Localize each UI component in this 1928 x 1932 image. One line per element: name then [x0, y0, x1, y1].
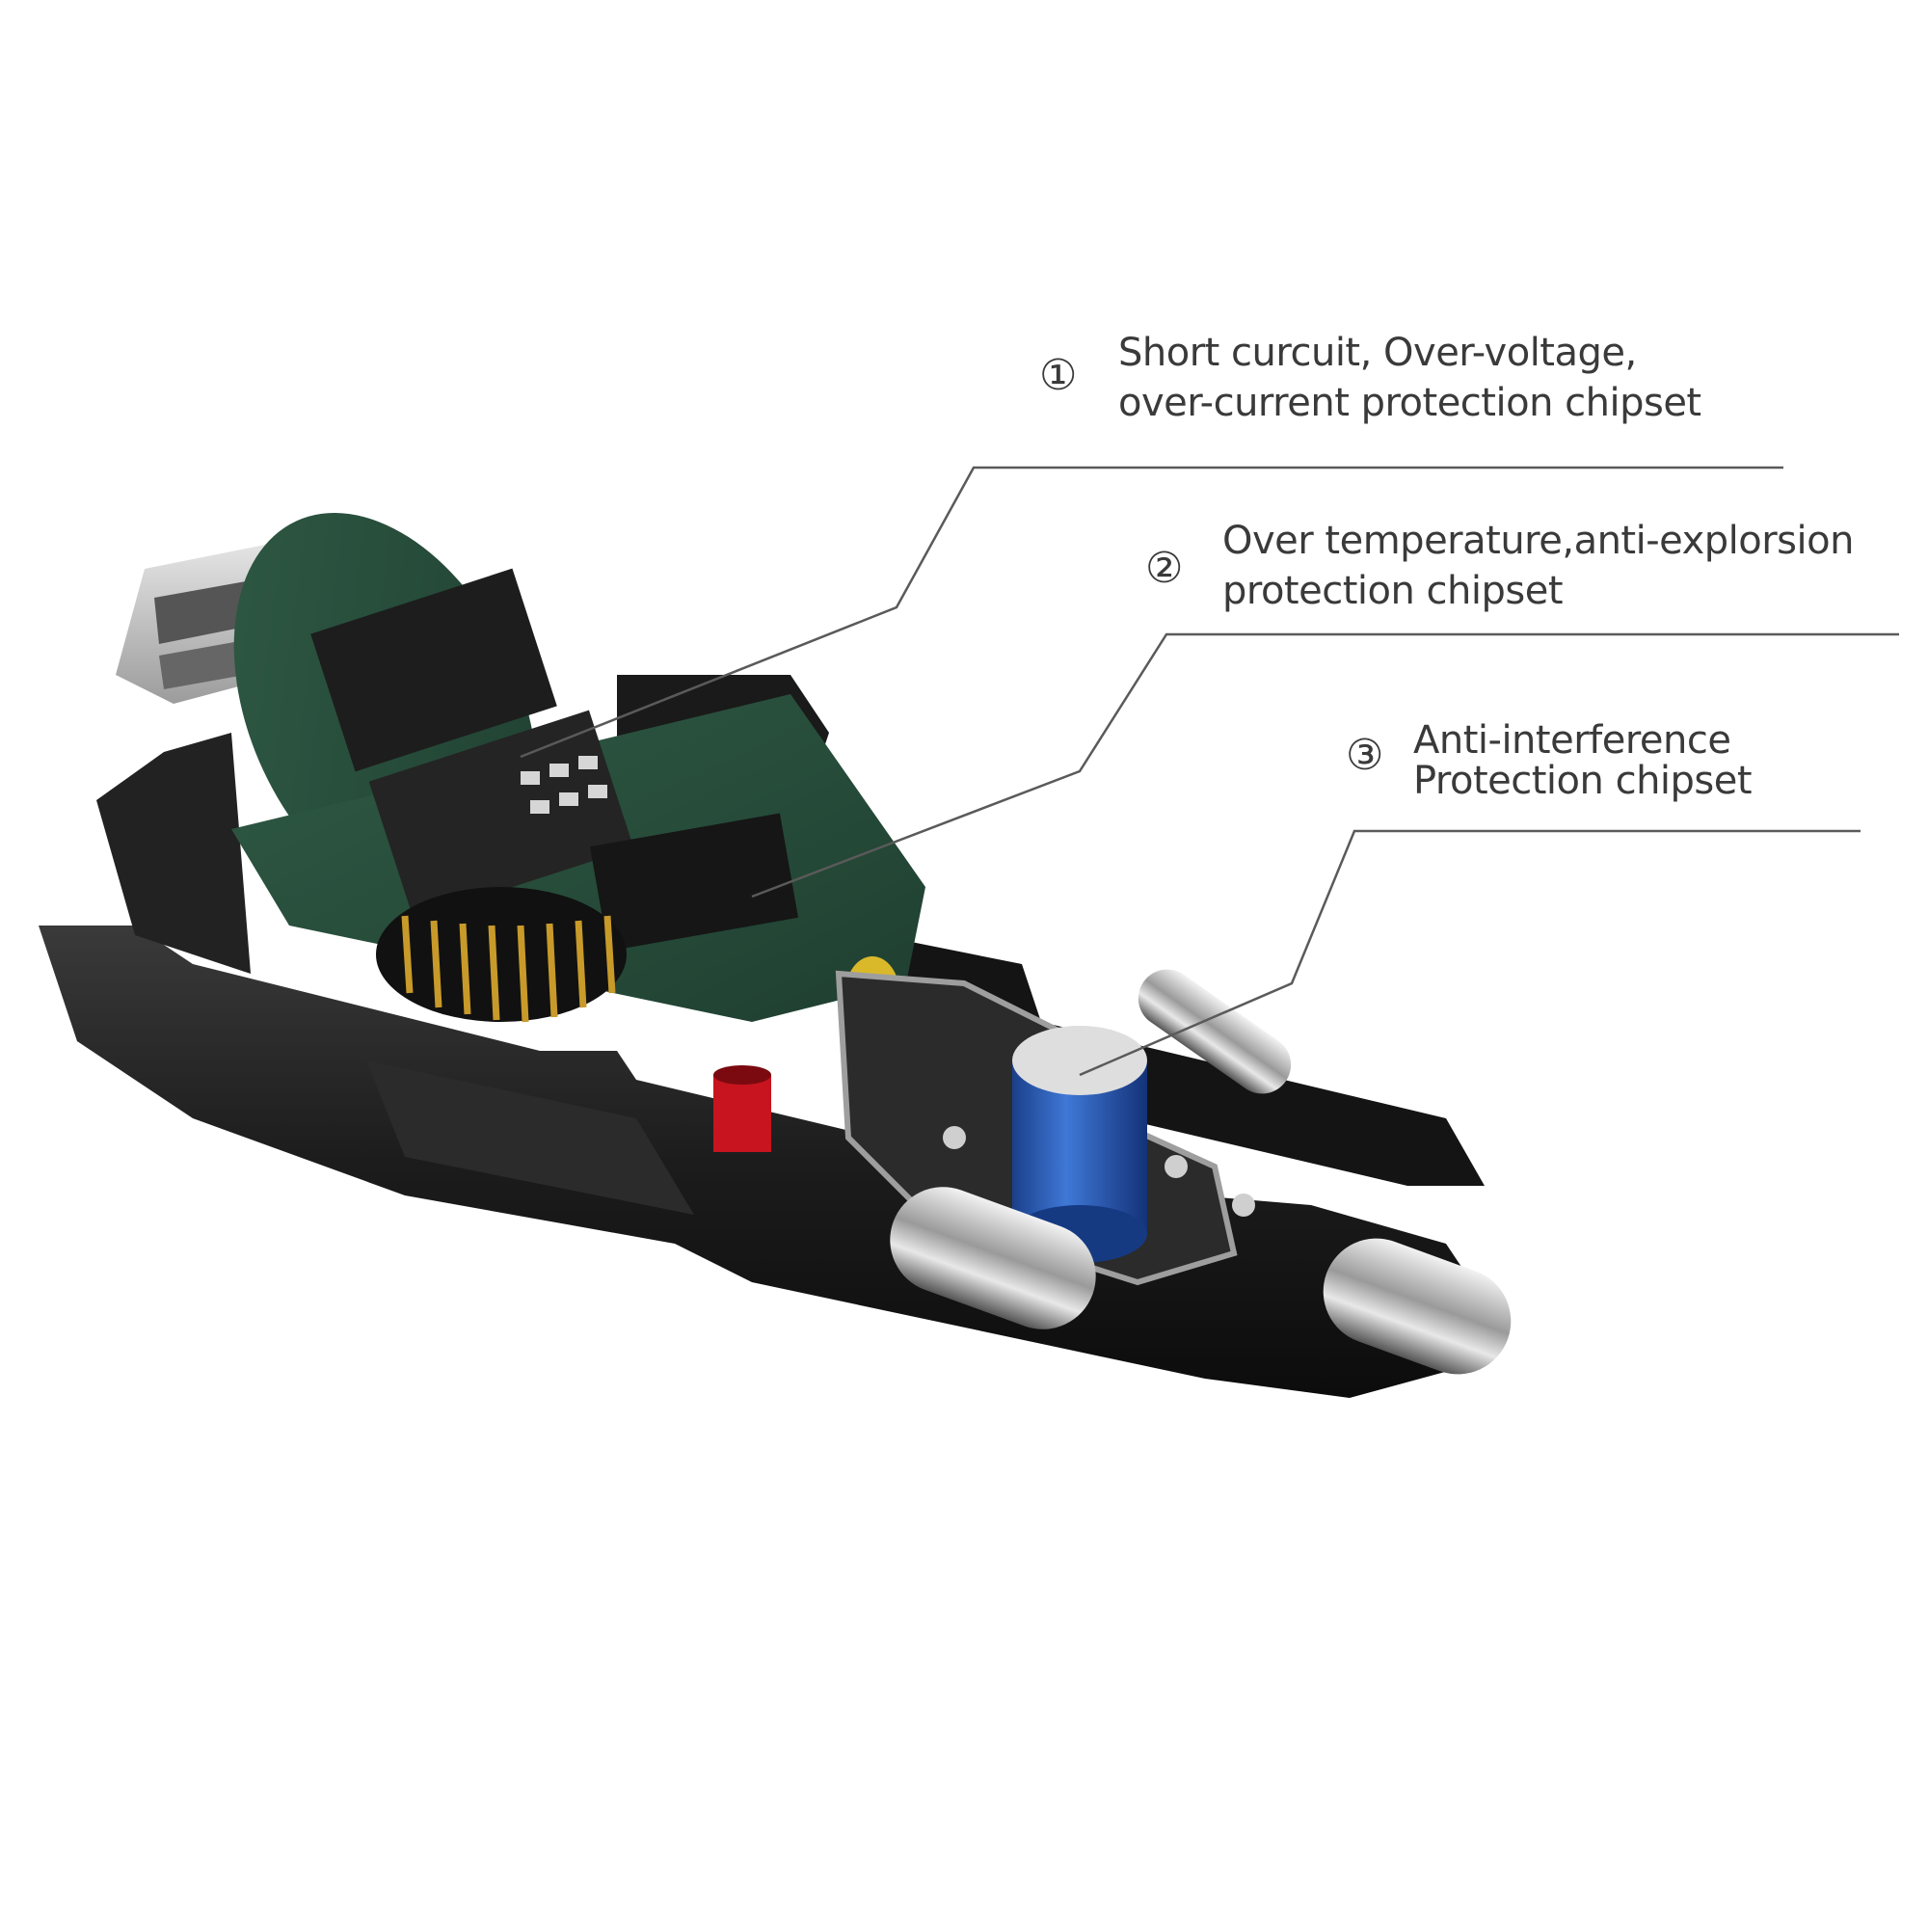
leader-line-3 — [1079, 829, 1861, 1077]
callout-number-3: ③ — [1346, 731, 1384, 780]
leader-line-1 — [520, 466, 1783, 759]
callout-text-1-line-1: Short curcuit, Over-voltage, — [1118, 331, 1637, 375]
blue-capacitor — [1012, 1026, 1147, 1263]
metal-contact-right — [1323, 1238, 1512, 1375]
callout-number-1: ① — [1039, 351, 1078, 400]
chip-2-temperature — [589, 813, 799, 952]
red-component — [713, 1065, 771, 1152]
inductor-coil — [376, 887, 627, 1023]
metal-contact-left — [890, 1187, 1096, 1329]
callout-text-3-line-1: Anti-interference — [1413, 718, 1731, 763]
callout-text-2-line-1: Over temperature,anti-explorsion — [1222, 519, 1854, 563]
callout-text-3-line-2: Protection chipset — [1413, 759, 1753, 803]
callout-leaders — [520, 466, 1899, 1077]
callout-text-1-line-2: over-current protection chipset — [1118, 381, 1701, 425]
leader-line-2 — [751, 632, 1899, 899]
callout-text-2-line-2: protection chipset — [1222, 569, 1564, 613]
chip-1-protection — [310, 568, 634, 920]
metal-contact-top — [1138, 969, 1292, 1094]
callout-number-2: ② — [1145, 544, 1184, 593]
